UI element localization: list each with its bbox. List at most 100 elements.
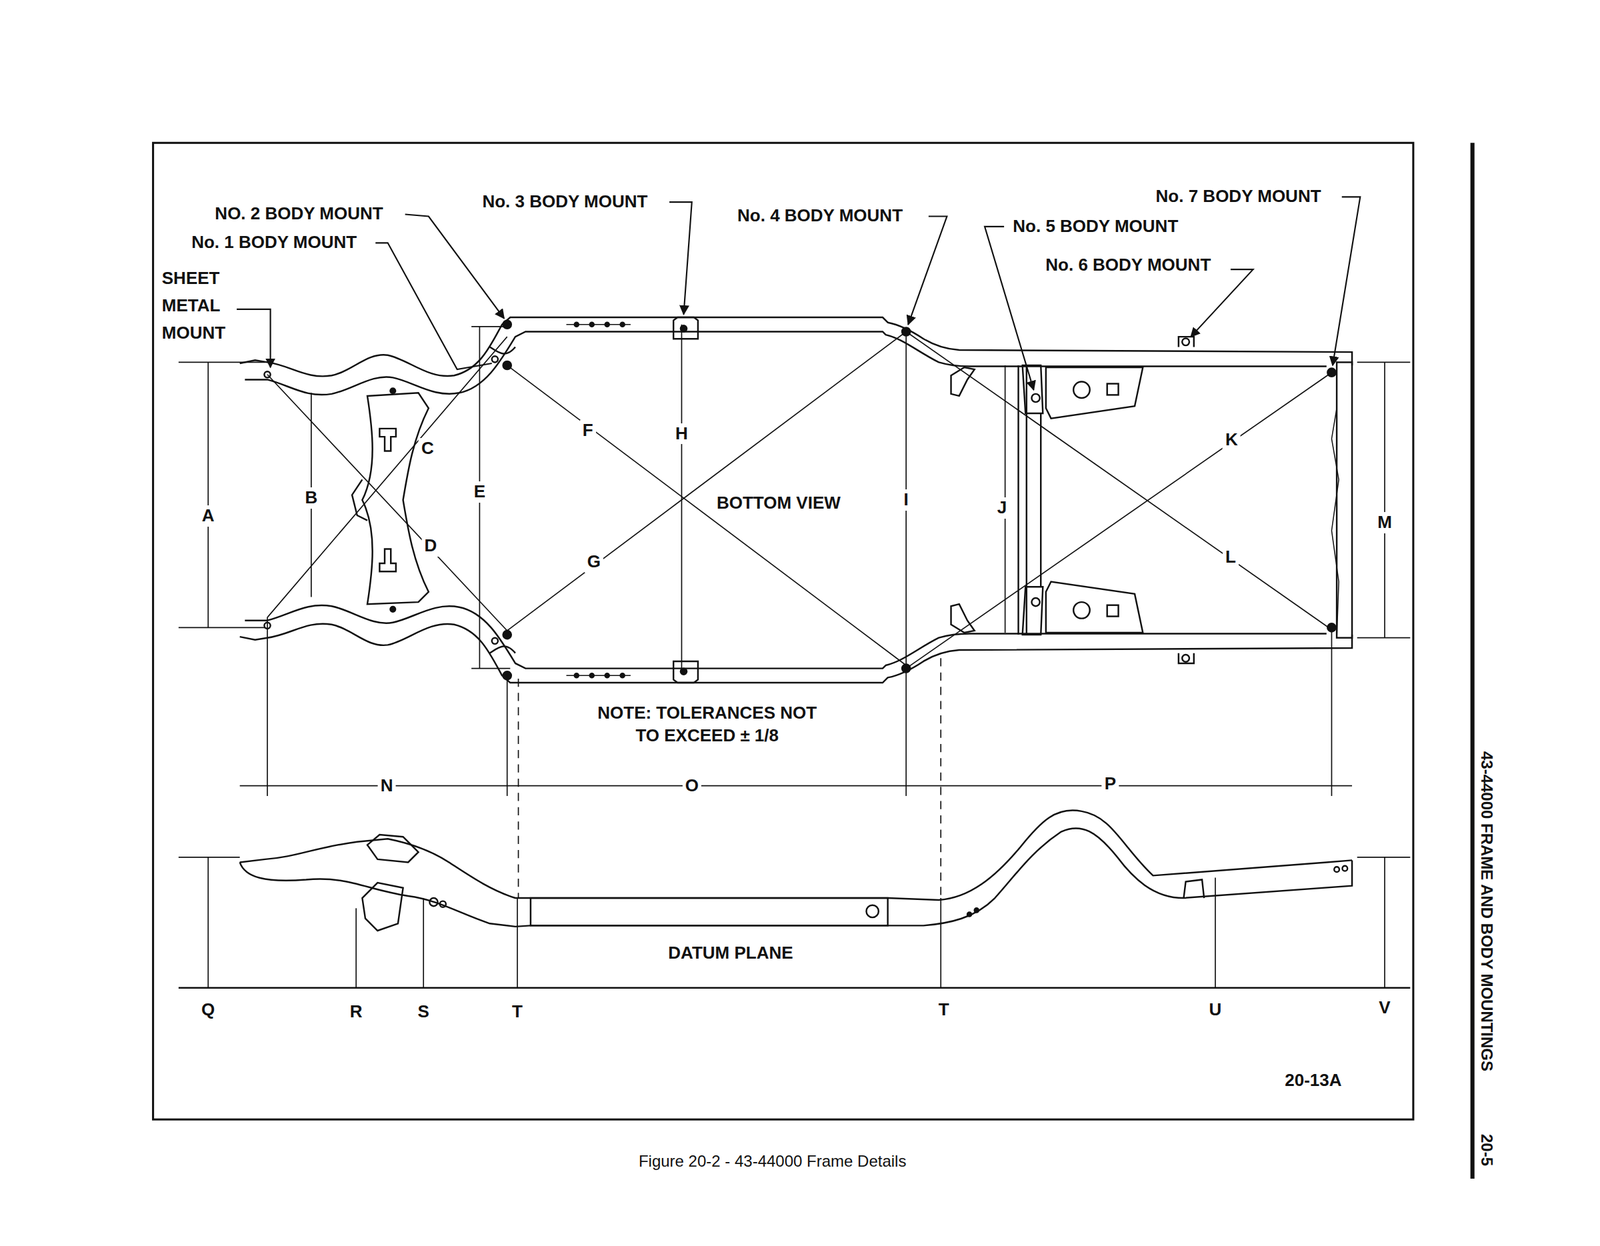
figure-number: 20-13A xyxy=(1282,1070,1344,1092)
frame-rail xyxy=(240,317,1352,419)
dimension-line xyxy=(207,362,209,628)
dimension-letter: V xyxy=(1376,997,1393,1019)
callout-label: No. 5 BODY MOUNT xyxy=(1010,216,1181,238)
dimension-letter: A xyxy=(199,506,218,528)
dimension-letter: E xyxy=(471,481,488,503)
dimension-line xyxy=(178,362,266,364)
dimension-line xyxy=(1357,362,1411,364)
dimension-line xyxy=(1357,856,1411,858)
note-text: NOTE: TOLERANCES NOT TO EXCEED ± 1/8 xyxy=(584,701,831,748)
callout-label: No. 4 BODY MOUNT xyxy=(734,206,906,228)
page-rule xyxy=(1470,142,1475,1179)
side-view-frame xyxy=(240,810,1352,900)
dimension-line xyxy=(471,326,510,328)
side-view-frame xyxy=(429,898,438,906)
dimension-line xyxy=(471,668,510,670)
crossmember xyxy=(379,549,396,572)
frame-rail xyxy=(1031,394,1040,402)
crossmember xyxy=(379,428,396,452)
side-view-frame xyxy=(530,898,888,926)
callout-label: No. 6 BODY MOUNT xyxy=(1042,254,1214,276)
dimension-letter: F xyxy=(580,420,596,442)
dimension-line xyxy=(422,898,424,988)
dimension-line xyxy=(940,658,942,898)
dimension-letter: N xyxy=(378,775,396,797)
side-view-frame xyxy=(1342,866,1348,872)
dimension-line xyxy=(940,898,942,988)
dimension-line xyxy=(1384,857,1386,988)
side-view-frame xyxy=(866,905,878,918)
dimension-letter: T xyxy=(509,1001,526,1023)
frame-rail xyxy=(240,582,1352,684)
crossmember xyxy=(1331,408,1339,638)
frame-rail xyxy=(390,388,396,394)
crossmember xyxy=(1026,365,1028,635)
dimension-line xyxy=(267,336,508,618)
frame-rail xyxy=(1046,367,1143,419)
dimension-letter: M xyxy=(1374,512,1395,534)
side-view-frame xyxy=(240,810,1352,931)
dimension-line xyxy=(516,898,518,988)
dimension-letter: Q xyxy=(198,999,218,1021)
dimension-letter: U xyxy=(1206,999,1225,1021)
callout-label: NO. 2 BODY MOUNT xyxy=(212,203,386,225)
leader-line xyxy=(236,196,1360,390)
side-view-frame xyxy=(367,834,419,862)
leader-line xyxy=(375,242,492,370)
dimension-letter: P xyxy=(1102,773,1119,795)
dimension-letter: L xyxy=(1222,546,1239,568)
dimension-line xyxy=(178,856,240,858)
view-label: DATUM PLANE xyxy=(665,942,796,964)
dimension-line xyxy=(518,678,520,898)
frame-rail xyxy=(1022,365,1044,414)
dimension-letter: O xyxy=(682,775,702,797)
running-head: 43-44000 FRAME AND BODY MOUNTINGS xyxy=(1476,748,1497,1074)
side-view-frame xyxy=(967,912,972,916)
leader-line xyxy=(908,216,947,325)
frame-rail xyxy=(605,322,610,327)
callout-label: SHEET METAL MOUNT xyxy=(159,263,244,347)
frame-rail xyxy=(244,331,1326,395)
crossmember xyxy=(1040,413,1042,587)
dimension-line xyxy=(240,785,1352,787)
side-view-frame xyxy=(362,882,403,931)
frame-rail xyxy=(240,317,1352,376)
dimension-letter: D xyxy=(422,535,440,557)
figure-border xyxy=(153,142,1414,1120)
callout-label: No. 1 BODY MOUNT xyxy=(188,232,360,254)
dimension-letter: G xyxy=(584,551,604,573)
leader-line xyxy=(1190,269,1253,337)
dimension-line xyxy=(1357,637,1411,639)
frame-rail xyxy=(492,356,498,362)
side-view-frame xyxy=(1184,879,1205,898)
crossmember xyxy=(352,362,1352,638)
dimension-line xyxy=(355,908,357,988)
side-view-frame xyxy=(1334,866,1340,872)
dimension-letter: R xyxy=(347,1001,366,1023)
crossmember xyxy=(362,392,428,604)
side-view-frame xyxy=(974,908,979,912)
dimension-line xyxy=(178,324,1410,988)
dimension-line xyxy=(506,673,508,796)
dimension-line xyxy=(507,331,906,630)
callout-label: No. 3 BODY MOUNT xyxy=(479,191,650,213)
dimension-line xyxy=(266,617,268,796)
dimension-line xyxy=(507,365,906,666)
dimension-line xyxy=(207,857,209,988)
side-view-frame xyxy=(240,828,1352,927)
frame-rail xyxy=(574,322,579,327)
dimension-line xyxy=(1384,362,1386,638)
leader-line xyxy=(236,309,271,368)
callout-label: No. 7 BODY MOUNT xyxy=(1153,186,1324,208)
dimension-line xyxy=(906,372,1332,669)
dimension-letter: J xyxy=(994,497,1010,519)
dimension-line xyxy=(178,987,1410,989)
dimension-letter: H xyxy=(672,423,691,445)
dimension-letter: T xyxy=(936,999,952,1021)
frame-rail xyxy=(1182,338,1190,346)
frame-rail xyxy=(1073,381,1090,398)
dimension-line xyxy=(1331,629,1333,796)
dimension-line xyxy=(906,331,1332,630)
frame-rail xyxy=(1107,384,1119,396)
